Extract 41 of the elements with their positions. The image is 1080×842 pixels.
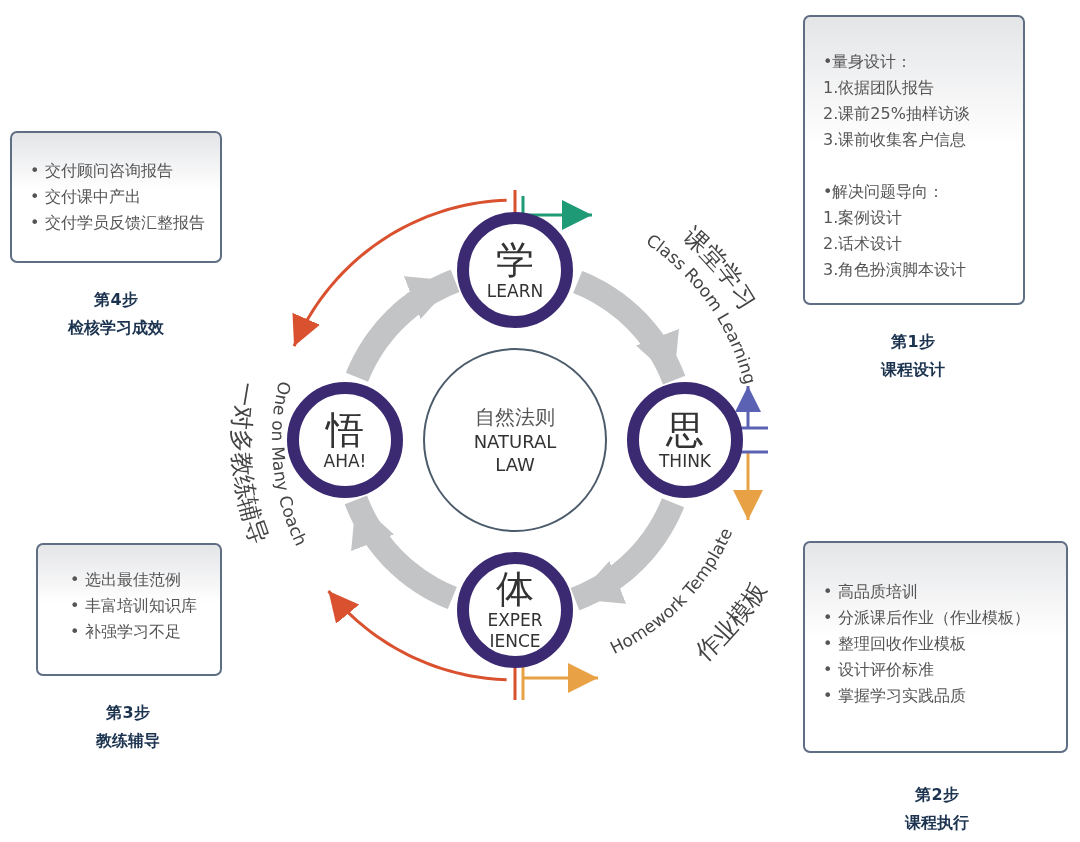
step-caption: 第2步 [914, 785, 960, 805]
step-caption: 第3步 [105, 703, 151, 723]
stage-label: AHA! [322, 450, 368, 472]
step-caption: 检核学习成效 [67, 318, 165, 338]
step-card [36, 543, 222, 676]
stage-label: EXPER IENCE [486, 610, 544, 652]
stage-character: 悟 [324, 408, 365, 451]
stage-character: 自然法则 [474, 404, 556, 430]
list-item: 2.话术设计 [823, 234, 903, 254]
list-item: 1.依据团队报告 [823, 78, 935, 98]
list-item: 3.课前收集客户信息 [823, 130, 967, 150]
list-item: 1.案例设计 [823, 208, 903, 228]
list-item: •量身设计： [823, 52, 913, 72]
list-item: • 掌握学习实践品质 [823, 686, 966, 706]
list-item: • 整理回收作业模板 [823, 634, 966, 654]
list-item: • 高品质培训 [823, 582, 918, 602]
stage-character: 学 [495, 238, 535, 281]
stage-character: 体 [495, 568, 535, 610]
step-caption: 第4步 [93, 290, 139, 310]
list-item: 3.角色扮演脚本设计 [823, 260, 967, 280]
step-card [803, 15, 1025, 305]
stage-label: NATURAL LAW [472, 430, 558, 476]
step-card [10, 131, 222, 263]
list-item: 2.课前25%抽样访谈 [823, 104, 970, 124]
stage-label: LEARN [485, 280, 545, 302]
step-caption: 第1步 [890, 332, 936, 352]
list-item: • 补强学习不足 [70, 622, 181, 642]
list-item: • 分派课后作业（作业模板） [823, 608, 1030, 628]
step-caption: 课程设计 [879, 360, 946, 380]
list-item: • 交付顾问咨询报告 [30, 161, 173, 181]
list-item: • 选出最佳范例 [70, 570, 181, 590]
list-item: • 交付学员反馈汇整报告 [30, 213, 205, 233]
step-caption: 课程执行 [903, 813, 970, 833]
list-item: •解决问题导向： [823, 182, 945, 202]
list-item: • 设计评价标准 [823, 660, 934, 680]
step-caption: 教练辅导 [95, 731, 161, 751]
list-item: • 交付课中产出 [30, 187, 141, 207]
list-item: • 丰富培训知识库 [70, 596, 197, 616]
stage-label: THINK [657, 450, 712, 472]
stage-character: 思 [665, 408, 705, 451]
step-card [803, 541, 1068, 753]
